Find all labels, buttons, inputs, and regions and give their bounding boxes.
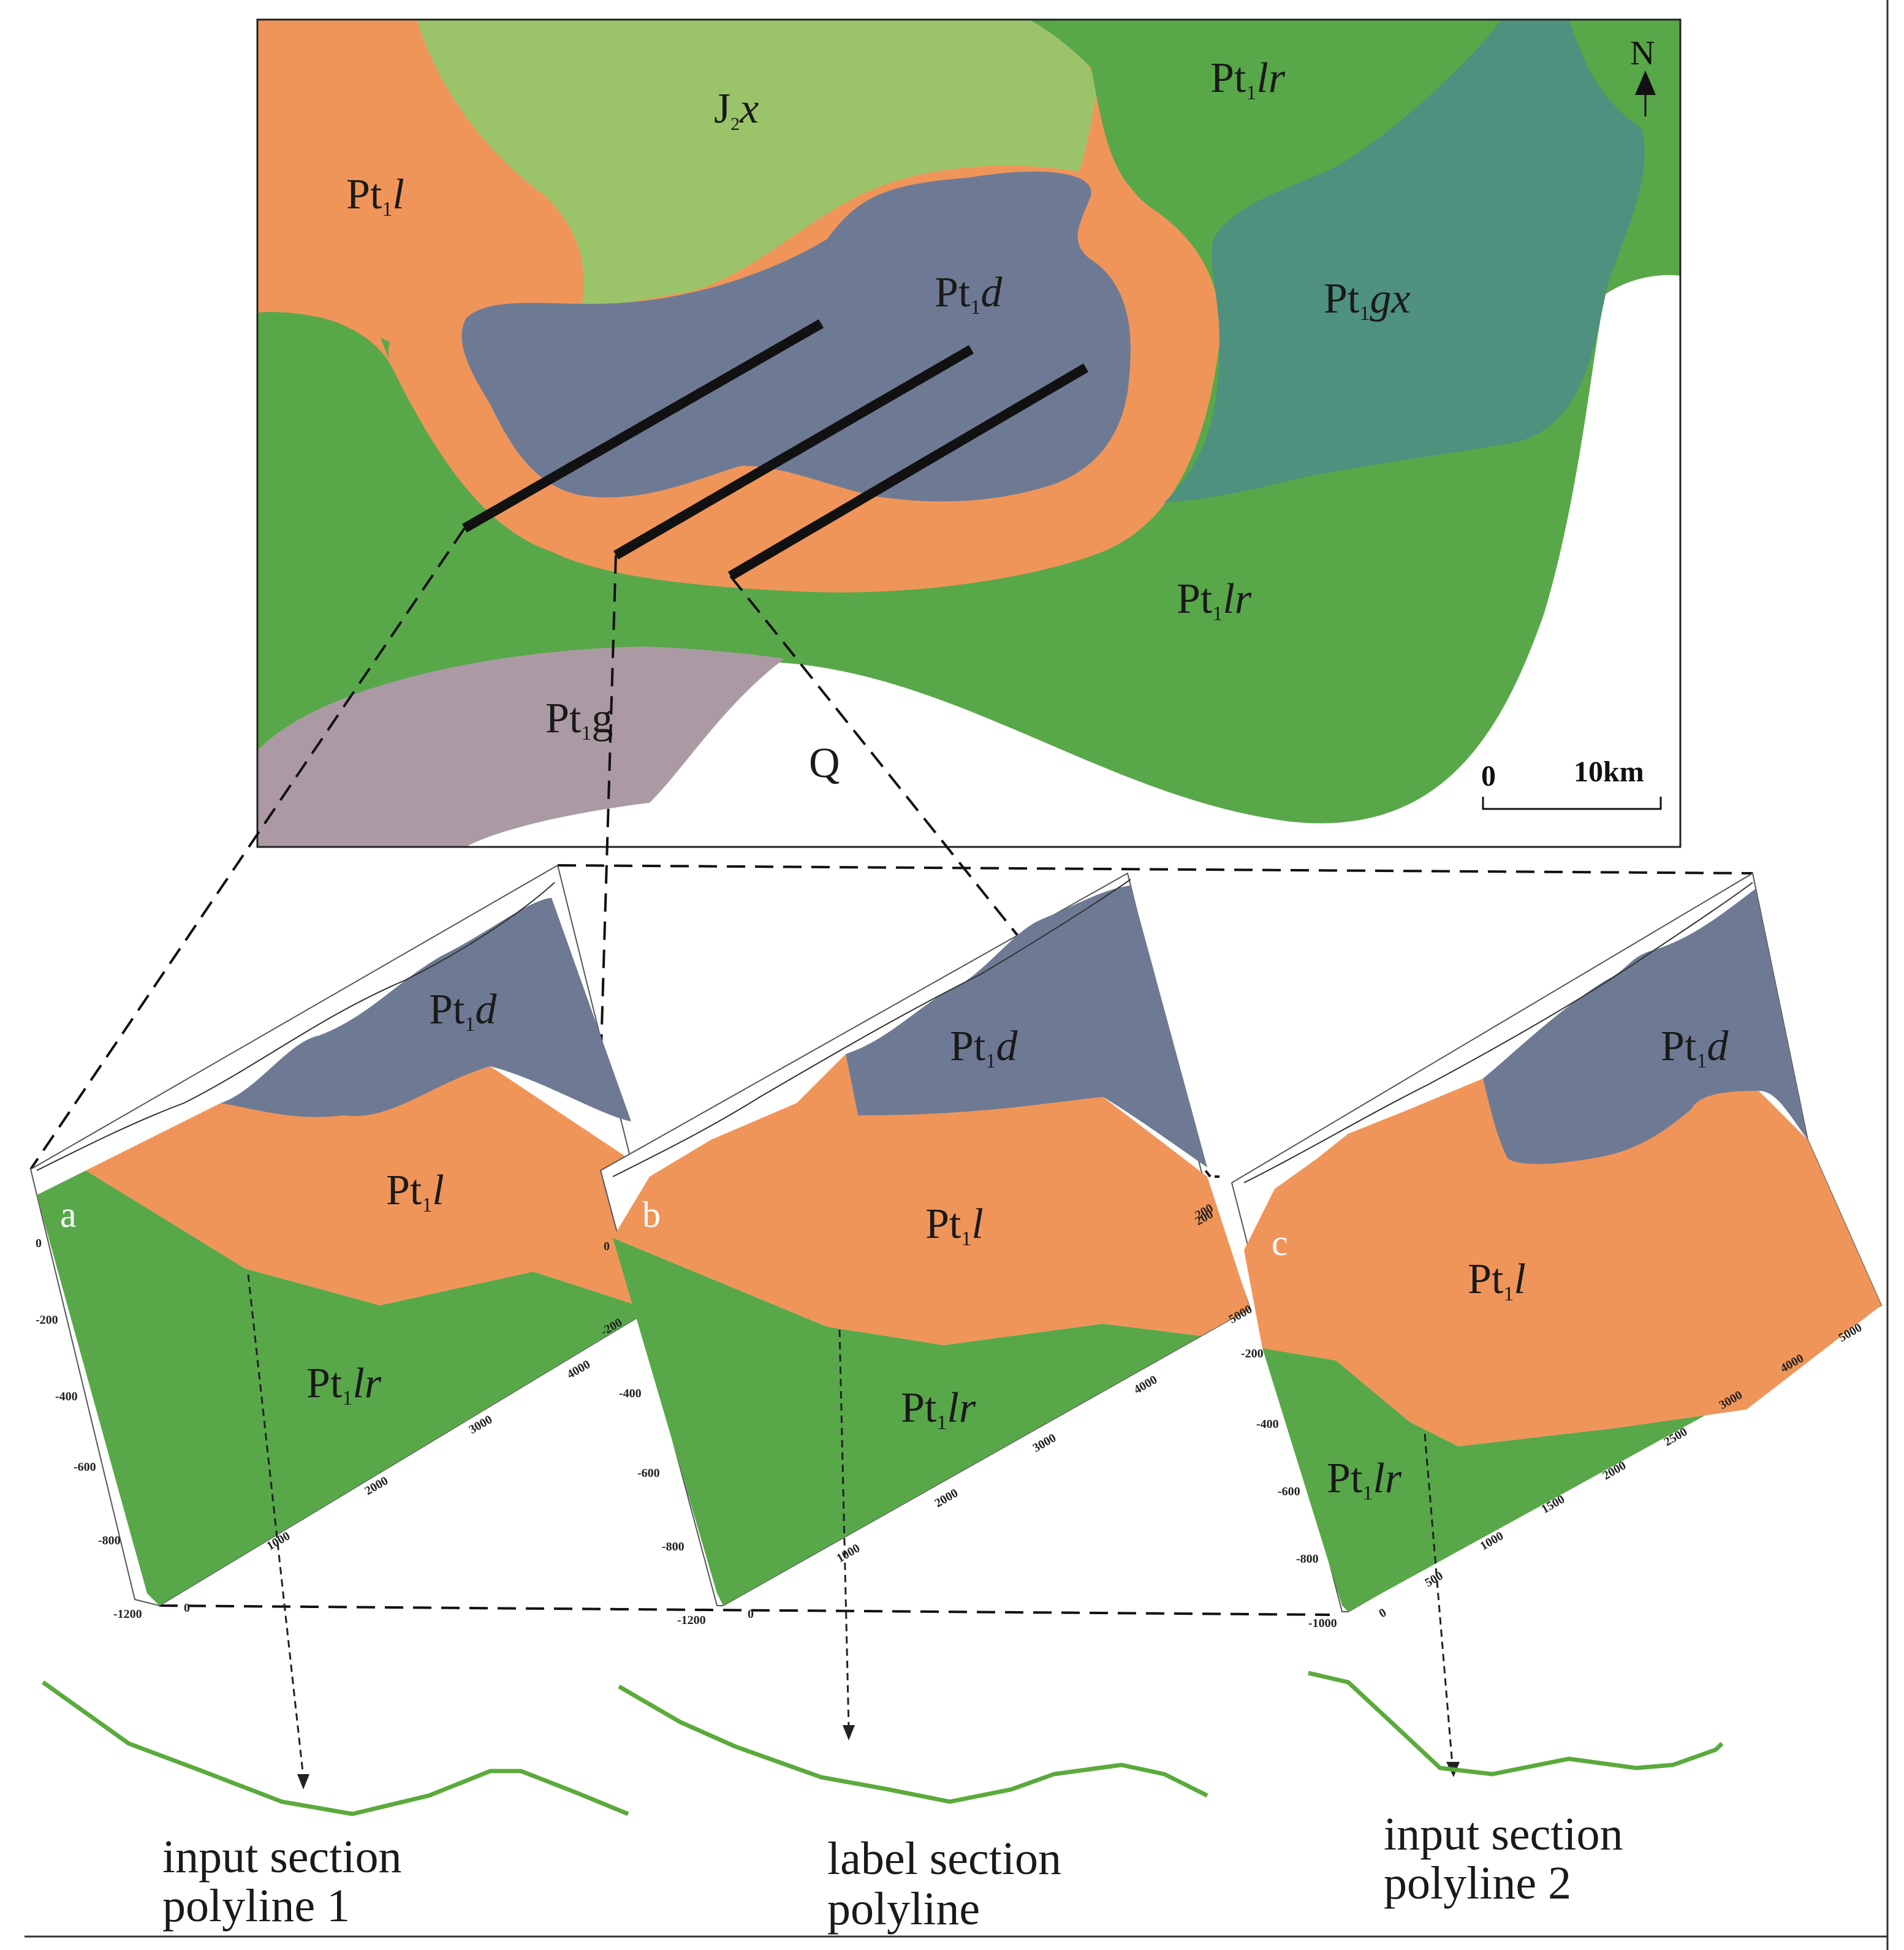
section-b-label-Pt1l: Pt1l bbox=[925, 1201, 984, 1250]
section-c-letter: c bbox=[1272, 1223, 1288, 1263]
section-c-label-Pt1l: Pt1l bbox=[1468, 1256, 1526, 1305]
section-b-depth-0: 0 bbox=[604, 1240, 610, 1253]
section-a-depth-1: -200 bbox=[36, 1313, 58, 1327]
section-line-b bbox=[613, 345, 974, 560]
captions: input section polyline 1 label section p… bbox=[162, 1808, 1623, 1935]
section-a-Pt1d bbox=[221, 898, 631, 1121]
section-b-depth-5: -1200 bbox=[677, 1614, 706, 1627]
section-c-Pt1d bbox=[1483, 889, 1808, 1164]
polyline-input-2 bbox=[1308, 1671, 1724, 1777]
section-a-label-Pt1d: Pt1d bbox=[429, 986, 497, 1036]
caption-1-line2: polyline 1 bbox=[162, 1880, 350, 1932]
section-b-dist-1: 1000 bbox=[835, 1541, 863, 1565]
scale-bar: 0 10km bbox=[1481, 756, 1662, 810]
section-c-Pt1l bbox=[1244, 1079, 1881, 1446]
map-label-Pt1d: Pt1d bbox=[935, 269, 1003, 319]
scale-bar-end: 10km bbox=[1574, 756, 1644, 788]
map-unit-Pt1gx bbox=[1164, 20, 1645, 503]
section-b-dist-0: 0 bbox=[748, 1607, 754, 1621]
section-b-dist-3: 3000 bbox=[1031, 1431, 1059, 1455]
section-b-Pt1lr bbox=[613, 1238, 1201, 1606]
section-b-Pt1d bbox=[846, 886, 1207, 1167]
section-a-label-Pt1l: Pt1l bbox=[386, 1167, 444, 1216]
north-arrow-icon: N bbox=[1630, 34, 1656, 116]
section-line-a bbox=[462, 319, 824, 533]
section-a-letter: a bbox=[60, 1194, 77, 1235]
section-line-c bbox=[727, 363, 1089, 580]
map-unit-Pt1l-west bbox=[257, 20, 587, 343]
section-b-depth-2: -400 bbox=[619, 1387, 642, 1400]
section-c-depth-5: -1000 bbox=[1308, 1617, 1337, 1630]
map-label-J2x: J2x bbox=[714, 85, 759, 134]
section-a-depth-4: -800 bbox=[98, 1534, 121, 1547]
section-b-Pt1l bbox=[613, 1054, 1250, 1345]
map-frame bbox=[256, 18, 1682, 848]
section-a: a Pt1d Pt1l Pt1lr 0 -200 -400 -600 -800 … bbox=[29, 864, 638, 1789]
caption-3-line2: polyline 2 bbox=[1384, 1857, 1571, 1909]
section-a-depth-2: -400 bbox=[55, 1390, 78, 1403]
section-c-dist-1: 500 bbox=[1423, 1569, 1446, 1590]
section-a-Pt1l bbox=[86, 1066, 637, 1305]
section-c-depth-3: -600 bbox=[1278, 1485, 1300, 1498]
caption-3-line1: input section bbox=[1384, 1808, 1623, 1860]
section-a-dist-0: 0 bbox=[184, 1601, 190, 1615]
map-label-Q: Q bbox=[809, 740, 840, 787]
section-b-letter: b bbox=[642, 1194, 661, 1235]
scale-bar-start: 0 bbox=[1481, 760, 1496, 792]
section-b-depth-3: -600 bbox=[637, 1466, 660, 1480]
section-b-label-Pt1d: Pt1d bbox=[950, 1023, 1018, 1072]
section-c-label-Pt1d: Pt1d bbox=[1661, 1023, 1729, 1072]
section-c-Pt1lr bbox=[1262, 1348, 1716, 1612]
caption-2-line1: label section bbox=[827, 1833, 1061, 1884]
north-label: N bbox=[1630, 34, 1655, 72]
section-c-depth-2: -400 bbox=[1256, 1417, 1279, 1431]
section-b-dist-4: 4000 bbox=[1132, 1373, 1160, 1397]
section-a-depth-5: -1200 bbox=[113, 1607, 142, 1621]
map-label-Pt1g: Pt1g bbox=[545, 695, 613, 745]
map-label-Pt1l: Pt1l bbox=[346, 171, 404, 221]
caption-2-line2: polyline bbox=[827, 1883, 980, 1935]
polylines bbox=[41, 1671, 1724, 1816]
section-c-depth-1: -200 bbox=[1241, 1347, 1264, 1360]
section-c: c Pt1d Pt1l Pt1lr 200 5000 -200 -400 -60… bbox=[1193, 872, 1883, 1777]
section-c-dist-0: 0 bbox=[1377, 1606, 1389, 1620]
map-unit-Pt1g bbox=[257, 647, 784, 847]
caption-1-line1: input section bbox=[162, 1831, 402, 1883]
polyline-label bbox=[618, 1684, 1208, 1804]
geologic-map: J2x Pt1l Pt1d Pt1lr Pt1gx Pt1lr Pt1g Q N… bbox=[256, 18, 1682, 848]
section-c-depth-4: -800 bbox=[1296, 1552, 1319, 1566]
polyline-input-1 bbox=[41, 1680, 629, 1816]
section-b-depth-4: -800 bbox=[662, 1540, 685, 1554]
map-unit-J2x bbox=[417, 20, 1097, 306]
section-a-depth-0: 0 bbox=[36, 1237, 42, 1250]
section-b-dist-2: 2000 bbox=[933, 1486, 961, 1510]
section-a-Pt1lr bbox=[37, 1170, 637, 1606]
section-a-dist-4: 4000 bbox=[565, 1357, 593, 1381]
section-a-depth-3: -600 bbox=[74, 1460, 96, 1474]
map-unit-Pt1lr-north bbox=[1030, 20, 1501, 239]
